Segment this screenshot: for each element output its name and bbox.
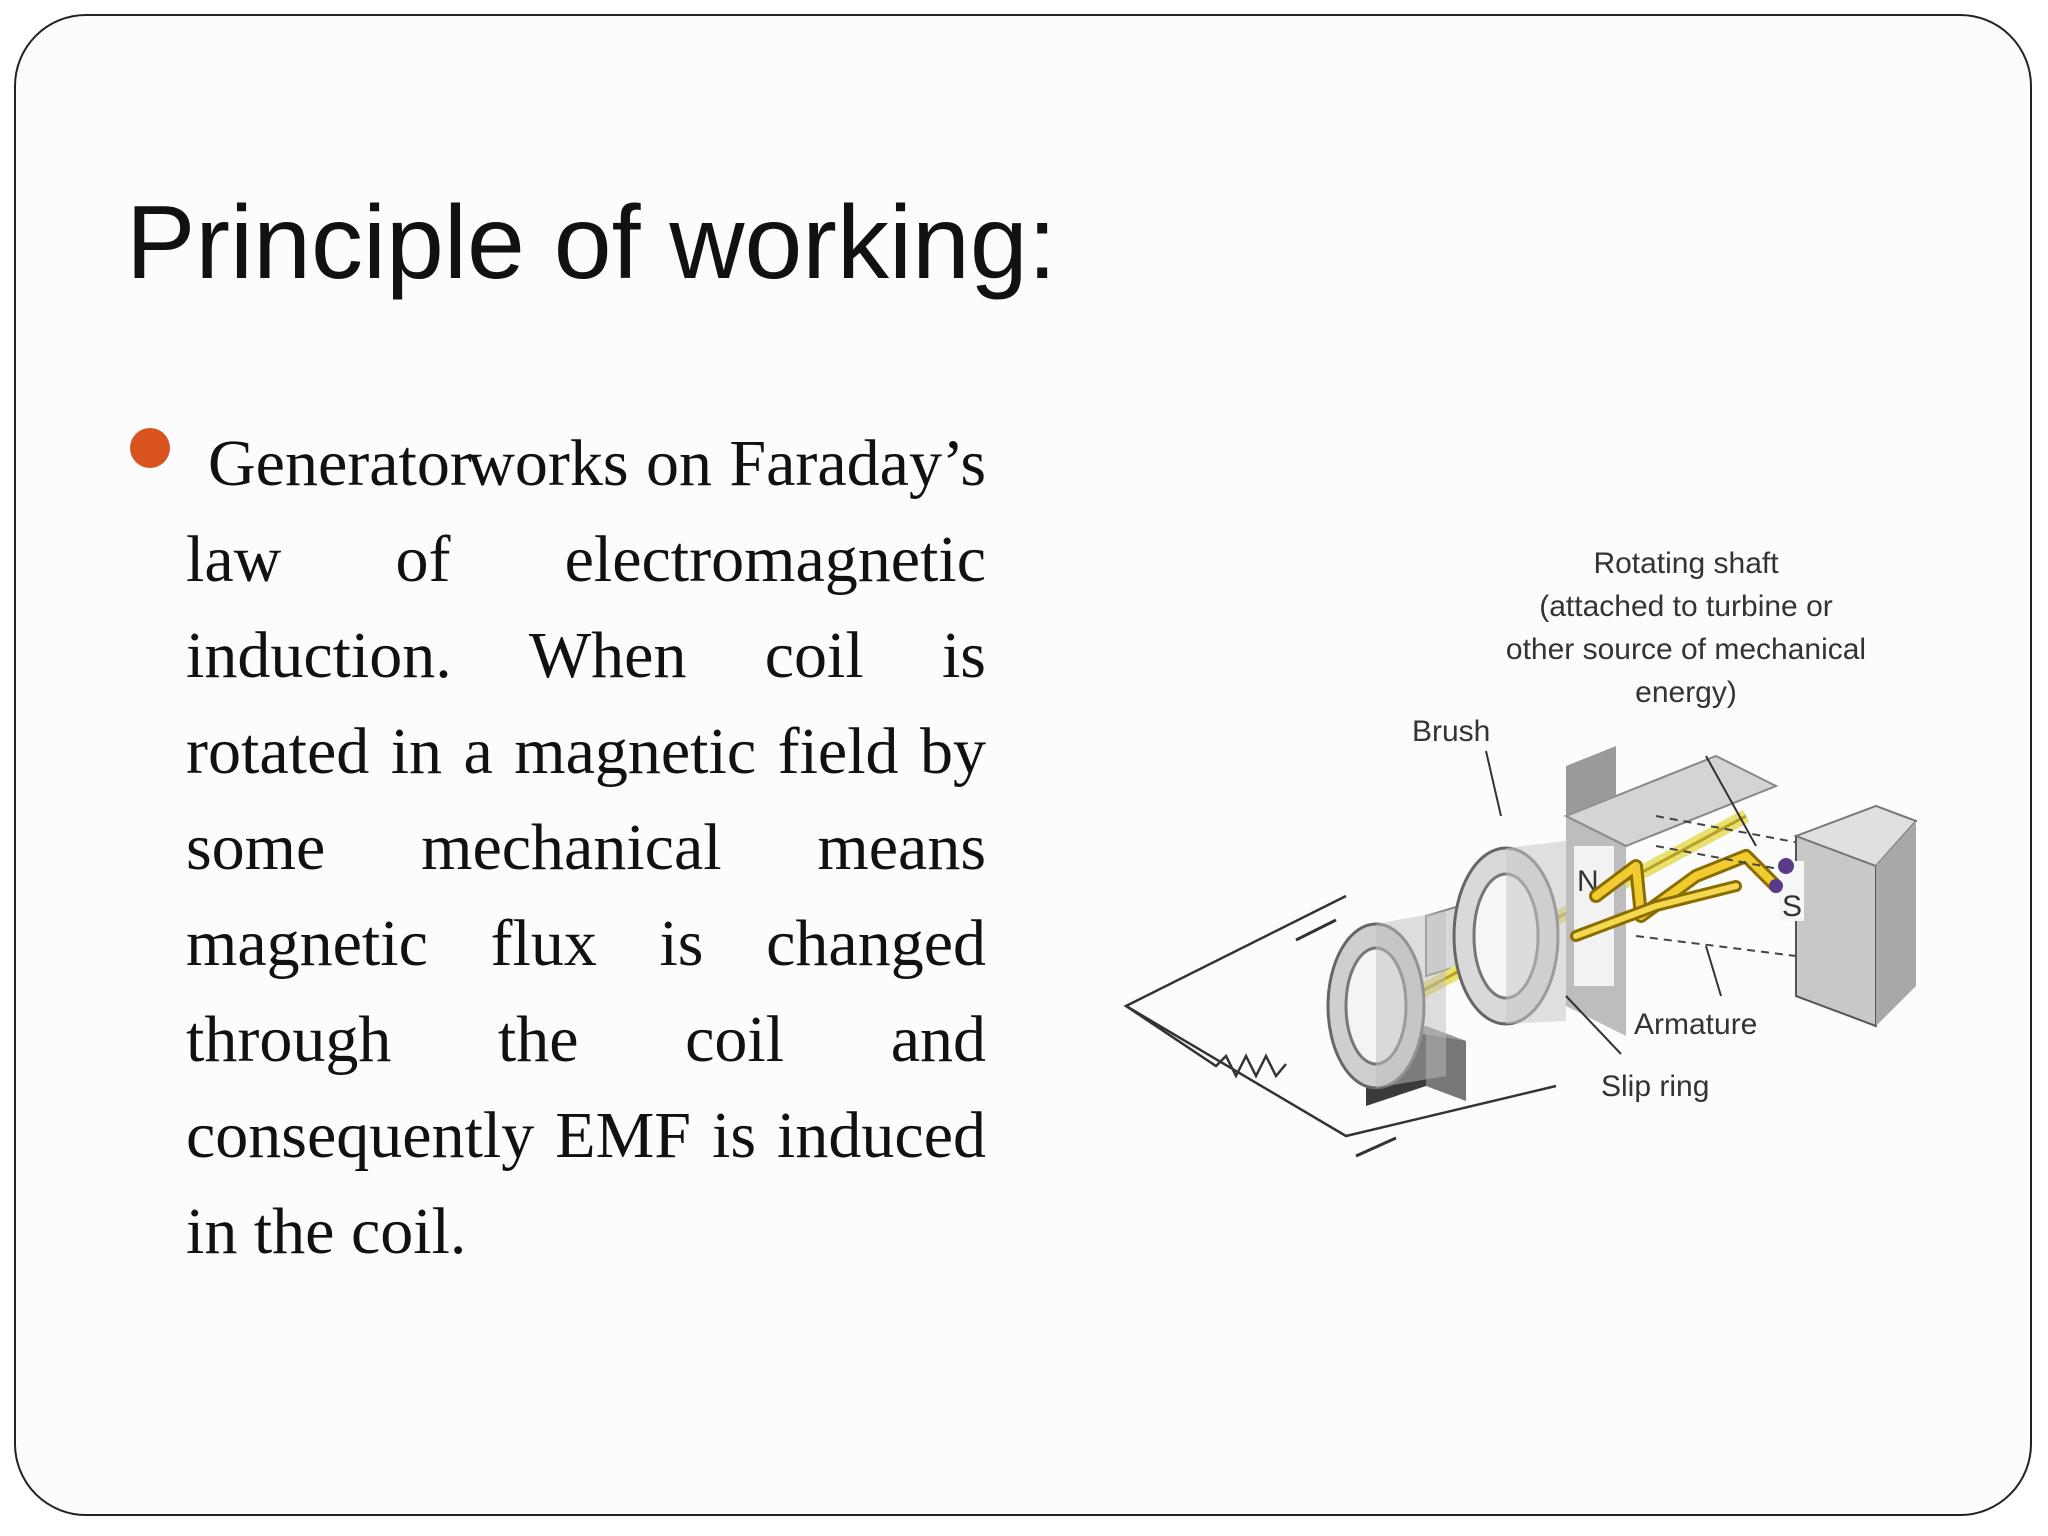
bullet-icon xyxy=(130,428,170,468)
label-slip-ring: Slip ring xyxy=(1601,1070,1709,1103)
bullet-text-first-word: Generator xyxy=(208,427,472,500)
slide: Principle of working: Generator works on… xyxy=(14,14,2032,1516)
generator-diagram-svg: N S xyxy=(1123,547,1918,1158)
external-circuit xyxy=(1123,894,1557,1158)
south-pole-magnet: S xyxy=(1769,804,1918,1028)
slip-ring-front xyxy=(1326,911,1446,1090)
label-rotating-shaft-2: (attached to turbine or xyxy=(1539,590,1833,623)
leader-lines xyxy=(1485,750,1757,1055)
bullet-text: Generator works on Faraday’s law of elec… xyxy=(186,416,986,1280)
pole-south-label: S xyxy=(1782,890,1802,923)
label-armature: Armature xyxy=(1634,1008,1757,1041)
armature-coil xyxy=(1570,849,1783,942)
label-rotating-shaft-4: energy) xyxy=(1635,676,1737,709)
slip-ring-back xyxy=(1452,841,1566,1026)
slide-title: Principle of working: xyxy=(126,185,1057,301)
label-rotating-shaft-3: other source of mechanical xyxy=(1506,633,1866,666)
generator-diagram: N S xyxy=(1096,516,1936,1216)
bullet-text-rest: works on Faraday’s law of electromagneti… xyxy=(186,427,987,1268)
label-brush: Brush xyxy=(1412,715,1490,748)
label-rotating-shaft-1: Rotating shaft xyxy=(1593,547,1779,580)
